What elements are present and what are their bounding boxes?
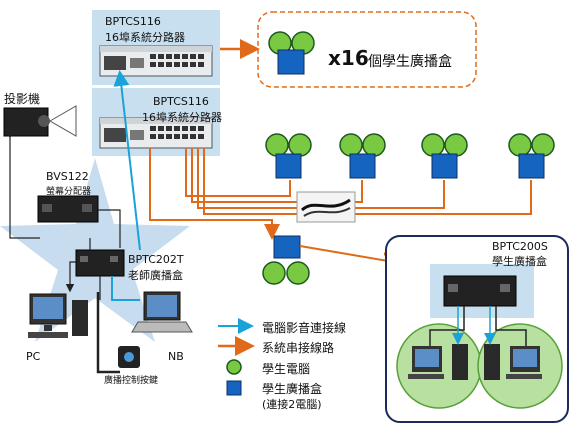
student-station-1: [265, 133, 312, 179]
projector-label: 投影機: [4, 92, 41, 106]
student-station-3: [421, 133, 468, 179]
student-pc-right: [484, 344, 542, 380]
bptc200s-desc: 學生廣播盒: [492, 255, 547, 268]
black-cables: [5, 130, 121, 374]
top-switch-model: BPTCS116: [105, 15, 161, 28]
student-station-4: [508, 133, 555, 179]
legend-student-box-note: (連接2電腦): [262, 398, 322, 411]
top-switch-device: [99, 45, 213, 77]
bptc202t-desc: 老師廣播盒: [128, 269, 183, 282]
bptc200s-model: BPTC200S: [492, 240, 548, 253]
legend-student-box-label: 學生廣播盒: [262, 382, 323, 396]
student-station-2: [339, 133, 386, 179]
nb-label: NB: [168, 350, 184, 363]
zoom-connector: [299, 245, 395, 263]
student-box-group-icon: [268, 31, 315, 75]
legend-student-pc-label: 學生電腦: [262, 362, 311, 376]
remote-device: [118, 346, 140, 368]
av-cables: [111, 70, 141, 301]
main-switch-desc: 16埠系統分路器: [142, 111, 222, 124]
legend-student-pc-icon: [226, 359, 242, 375]
legend-av-label: 電腦影音連接線: [262, 321, 347, 335]
top-switch-desc: 16埠系統分路器: [105, 31, 185, 44]
bptc202t-device: [75, 249, 125, 277]
student-pc-left: [408, 344, 468, 380]
projector-device: [3, 105, 77, 137]
group-label: 個學生廣播盒: [368, 54, 452, 70]
main-switch-device: [99, 117, 213, 149]
group-count: x16: [328, 46, 369, 70]
bvs122-device: [37, 195, 99, 223]
student-pc-cables: [429, 306, 527, 346]
bptc200s-device: [443, 275, 517, 307]
nb-device: [131, 291, 193, 333]
student-station-5: [262, 235, 310, 285]
bvs122-model: BVS122: [46, 170, 89, 183]
cable-photo: [296, 191, 356, 223]
bptc202t-model: BPTC202T: [128, 253, 184, 266]
remote-label: 廣播控制按鍵: [104, 376, 159, 386]
bvs122-desc: 螢幕分配器: [46, 187, 92, 197]
main-switch-model: BPTCS116: [153, 95, 209, 108]
pc-label: PC: [26, 350, 41, 363]
legend-serial-label: 系統串接線路: [262, 341, 335, 355]
pc-device: [28, 293, 88, 338]
legend-student-box-icon: [226, 380, 242, 396]
